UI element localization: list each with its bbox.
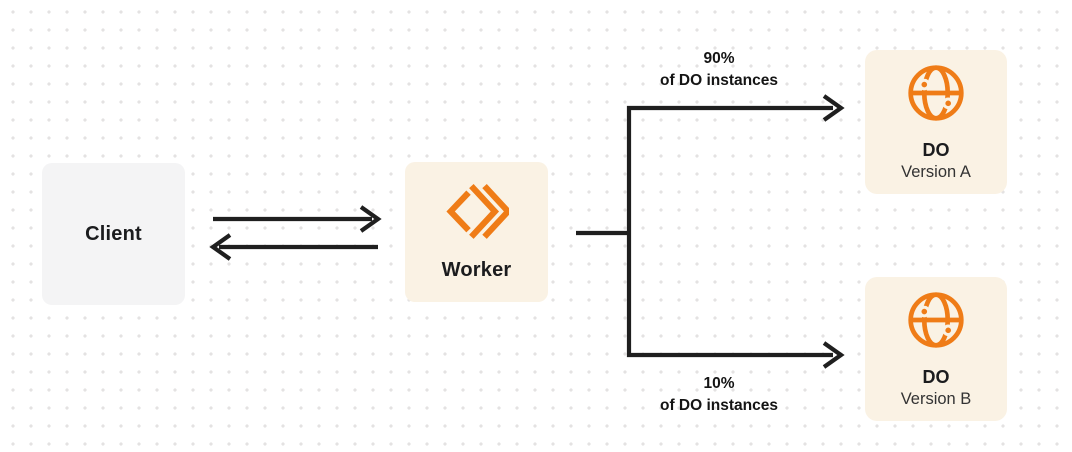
arrow-to-version-a-head (822, 94, 845, 122)
edge-label-caption: of DO instances (660, 396, 778, 414)
node-do-version-b: DO Version B (865, 277, 1007, 421)
arrow-to-version-b-head (822, 341, 845, 369)
node-worker: Worker (405, 162, 548, 302)
workers-chevrons-icon (445, 182, 512, 239)
worker-to-client-arrow-head (209, 233, 232, 261)
edge-label-percent: 10% (703, 375, 735, 392)
split-trunk-and-branches (626, 105, 833, 358)
edge-label-percent: 90% (703, 50, 735, 67)
edge-label-caption: of DO instances (660, 71, 778, 89)
do-b-title: DO (922, 367, 950, 387)
edge-label-90-percent: 90% of DO instances (619, 48, 819, 91)
globe-icon (906, 63, 966, 123)
edge-label-10-percent: 10% of DO instances (619, 373, 819, 416)
client-to-worker-arrow-head (359, 205, 382, 233)
globe-icon (906, 290, 966, 350)
node-do-version-a: DO Version A (865, 50, 1007, 194)
do-a-subtitle: Version A (901, 163, 971, 181)
do-b-subtitle: Version B (900, 390, 972, 408)
do-a-title: DO (922, 140, 950, 160)
client-label: Client (85, 222, 142, 245)
node-client: Client (42, 163, 185, 305)
worker-label: Worker (441, 259, 512, 281)
